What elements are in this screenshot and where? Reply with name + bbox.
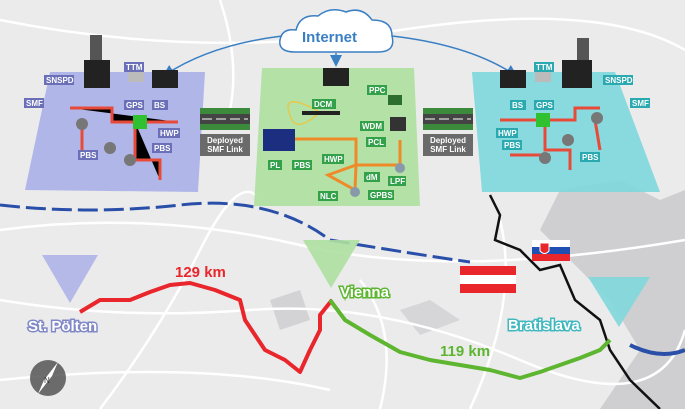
center-label-wdm: WDM xyxy=(362,122,382,131)
route-vienna-bratislava xyxy=(328,298,612,380)
left-label-smf: SMF xyxy=(26,99,43,108)
svg-text:SMF Link: SMF Link xyxy=(430,145,466,154)
right-label-hwp: HWP xyxy=(498,129,517,138)
right-label-smf: SMF xyxy=(632,99,649,108)
compass-icon: N xyxy=(30,360,66,396)
vienna-marker xyxy=(303,240,360,288)
center-label-hwp: HWP xyxy=(324,155,343,164)
center-label-nlc: NLC xyxy=(320,192,337,201)
right-label-ttm: TTM xyxy=(536,63,553,72)
center-label-dcm: DCM xyxy=(314,100,333,109)
city-label-vienna: Vienna xyxy=(340,284,390,301)
right-label-pbs-2: PBS xyxy=(582,153,599,162)
river xyxy=(629,343,685,356)
left-label-snspd: SNSPD xyxy=(46,76,74,85)
link-arrow-right xyxy=(391,35,518,77)
svg-text:Deployed: Deployed xyxy=(430,136,466,145)
left-label-pbs-2: PBS xyxy=(154,144,171,153)
center-label-dm: dM xyxy=(366,173,378,182)
center-label-ppc: PPC xyxy=(369,86,386,95)
river xyxy=(0,201,471,264)
right-label-bs: BS xyxy=(512,101,524,110)
st-polten-marker xyxy=(42,255,98,303)
center-label-pl: PL xyxy=(270,161,280,170)
city-label-bratislava: Bratislava xyxy=(508,317,580,334)
right-label-pbs-1: PBS xyxy=(504,141,521,150)
bratislava-marker xyxy=(588,277,650,327)
svg-text:Deployed: Deployed xyxy=(207,136,243,145)
center-label-pbs: PBS xyxy=(294,161,311,170)
vienna-source-node xyxy=(254,68,420,206)
deployed-smf-link-right: Deployed SMF Link xyxy=(423,108,473,156)
center-label-pcl: PCL xyxy=(368,138,384,147)
border-line xyxy=(488,194,661,409)
deployed-smf-link-left: Deployed SMF Link xyxy=(200,108,250,156)
center-label-gpbs: GPBS xyxy=(370,191,393,200)
svg-text:Internet: Internet xyxy=(302,29,357,46)
slovakia-flag xyxy=(532,240,570,261)
right-label-snspd: SNSPD xyxy=(605,76,633,85)
internet-cloud: Internet xyxy=(279,9,394,53)
link-arrow-left xyxy=(162,35,283,77)
city-label-st-polten: St. Pölten xyxy=(28,318,97,335)
left-label-ttm: TTM xyxy=(126,63,143,72)
austria-flag xyxy=(460,266,516,293)
right-label-gps: GPS xyxy=(536,101,554,110)
svg-text:N: N xyxy=(44,376,50,385)
left-label-hwp: HWP xyxy=(160,129,179,138)
distance-119: 119 km xyxy=(440,343,490,360)
svg-text:SMF Link: SMF Link xyxy=(207,145,243,154)
route-st-polten-vienna xyxy=(78,281,334,374)
left-label-bs: BS xyxy=(154,101,166,110)
distance-129: 129 km xyxy=(175,264,226,281)
left-label-gps: GPS xyxy=(126,101,144,110)
left-label-pbs-1: PBS xyxy=(80,151,97,160)
center-label-lpf: LPF xyxy=(390,177,405,186)
